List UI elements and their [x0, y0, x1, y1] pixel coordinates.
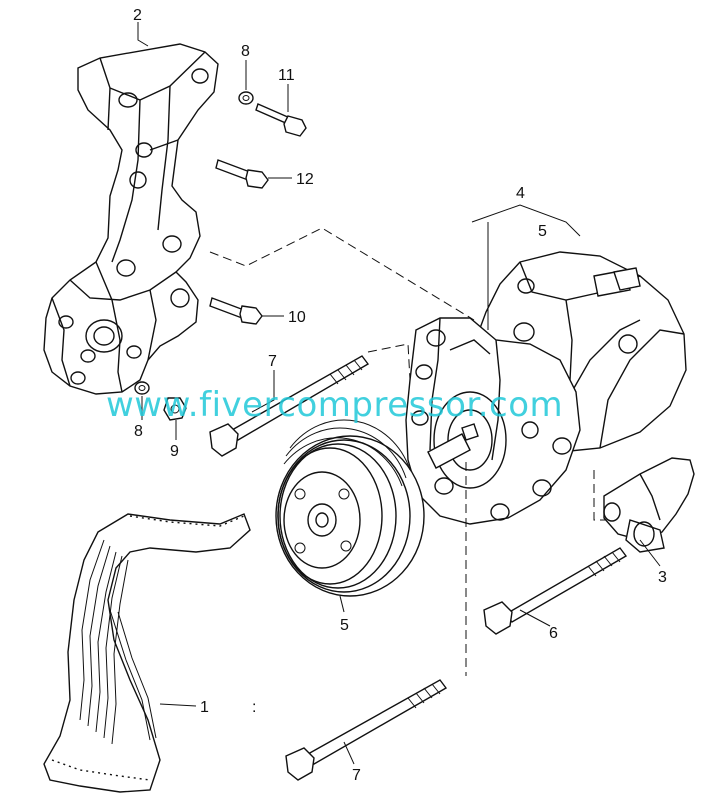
bolt-10	[209, 297, 263, 325]
pulley	[275, 419, 425, 597]
callout-8-top: 8	[241, 43, 250, 60]
callout-12: 12	[296, 171, 314, 188]
callout-labels: 2 8 11 12 4 5 10 7 8 9 3 6 5 1 : 7	[133, 7, 667, 784]
washer-low	[134, 381, 150, 395]
washer-top	[238, 91, 254, 105]
callout-9: 9	[170, 443, 179, 460]
callout-8-low: 8	[134, 423, 143, 440]
bolt-12	[215, 159, 269, 189]
long-bolt-lower	[285, 679, 448, 781]
callout-1: 1	[200, 699, 209, 716]
callout-7-lower: 7	[352, 767, 361, 784]
compressor	[405, 251, 687, 525]
mounting-bracket	[43, 43, 219, 395]
nut-9	[163, 397, 187, 421]
callout-7-upper: 7	[268, 353, 277, 370]
callout-5-pulley: 5	[340, 617, 349, 634]
callout-11: 11	[278, 67, 295, 84]
bolt-11	[255, 103, 307, 137]
callout-6: 6	[549, 625, 558, 642]
callout-2: 2	[133, 7, 142, 24]
tensioner-bracket	[603, 457, 695, 553]
callout-3: 3	[658, 569, 667, 586]
leader-lines	[137, 22, 661, 765]
watermark-text: www.fivercompressor.com	[106, 385, 563, 425]
callout-5-compressor: 5	[538, 223, 547, 240]
assembly-lines	[209, 227, 606, 676]
v-ribbed-belt	[43, 513, 251, 793]
callout-4: 4	[516, 185, 525, 202]
compressor-callout-bracket	[471, 204, 581, 330]
long-bolt-right	[483, 547, 628, 635]
callout-10: 10	[288, 309, 306, 326]
callout-colon: :	[252, 699, 256, 716]
long-bolt-upper	[209, 355, 370, 457]
